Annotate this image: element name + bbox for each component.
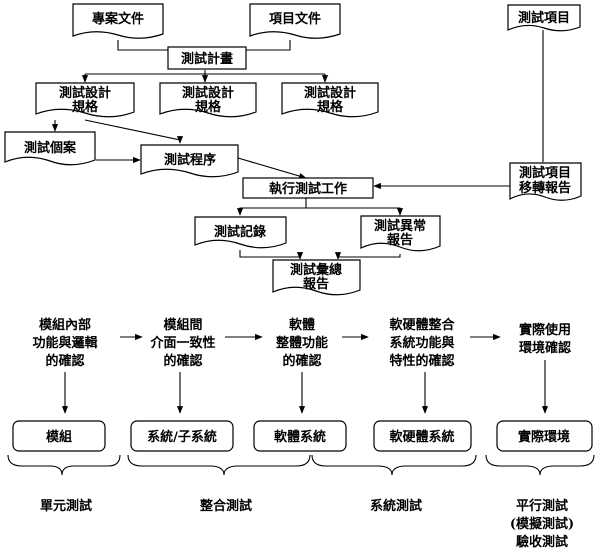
test-type-4: 平行測試 (模擬測試) 驗收測試 (510, 498, 574, 550)
spec-1-line-1: 測試設計 (59, 85, 111, 101)
project-docs-label: 專案文件 (92, 11, 144, 27)
level-box-4: 軟硬體系統 (373, 420, 472, 452)
test-item-node: 測試項目 (507, 4, 581, 32)
level-2-label: 系統/子系統 (147, 429, 217, 445)
test-procedure-node: 測試程序 (140, 144, 239, 178)
test-design-spec-node-2: 測試設計 規格 (159, 82, 257, 118)
verification-3-line-2: 整體功能 (275, 335, 328, 351)
test-item-label: 測試項目 (518, 10, 570, 26)
test-procedure-label: 測試程序 (164, 152, 216, 168)
arrow-log-to-summary (239, 250, 304, 260)
level-box-1: 模組 (12, 420, 106, 452)
level-box-2: 系統/子系統 (130, 420, 234, 452)
verification-2: 模組間 介面一致性 的確認 (149, 317, 215, 369)
verification-3: 軟體 整體功能 的確認 (275, 317, 328, 369)
execute-tests-node: 執行測試工作 (242, 177, 374, 199)
connector-project-docs (117, 40, 174, 51)
test-type-1: 單元測試 (40, 498, 92, 514)
test-type-4-line-3: 驗收測試 (516, 534, 568, 550)
verification-4: 軟硬體整合 系統功能與 特性的確認 (389, 317, 455, 369)
brace-unit-test (7, 454, 121, 476)
verification-2-line-2: 介面一致性 (149, 335, 215, 351)
summary-line-1: 測試彙總 (290, 262, 342, 278)
incident-line-2: 報告 (387, 232, 413, 248)
level-1-label: 模組 (46, 429, 72, 445)
verification-4-line-3: 特性的確認 (389, 353, 454, 369)
test-type-2-label: 整合測試 (199, 498, 252, 514)
transmittal-line-1: 測試項目 (519, 165, 571, 181)
level-4-label: 軟硬體系統 (389, 429, 454, 445)
verification-5: 實際使用 環境確認 (519, 322, 571, 356)
project-docs-node: 專案文件 (72, 3, 164, 39)
verification-5-line-2: 環境確認 (519, 340, 571, 356)
stage-arrows (61, 333, 549, 414)
brace-integration-test (127, 454, 311, 476)
test-item-transmittal-node: 測試項目 移轉報告 (509, 162, 582, 201)
braces (7, 454, 595, 476)
arrow-procedure-to-execute (237, 157, 307, 179)
level-box-5: 實際環境 (496, 420, 593, 452)
incident-line-1: 測試異常 (374, 218, 426, 234)
verification-2-line-1: 模組間 (163, 317, 202, 333)
test-summary-report-node: 測試彙總 報告 (272, 259, 361, 296)
test-log-label: 測試記錄 (214, 224, 266, 240)
verification-4-line-1: 軟硬體整合 (389, 317, 455, 333)
spec-3-line-2: 規格 (317, 99, 344, 115)
level-5-label: 實際環境 (518, 429, 570, 445)
flow-connectors (51, 30, 544, 260)
test-log-node: 測試記錄 (194, 216, 287, 249)
test-plan-node: 測試計畫 (167, 46, 247, 70)
verification-3-line-1: 軟體 (289, 317, 315, 333)
test-case-node: 測試個案 (4, 131, 96, 166)
brace-system-test (311, 454, 477, 476)
spec-2-line-2: 規格 (195, 99, 222, 115)
arrow-to-incident (306, 207, 404, 216)
spec-1-line-2: 規格 (72, 99, 99, 115)
verification-1-line-2: 功能與邏輯 (32, 335, 97, 351)
test-case-label: 測試個案 (24, 140, 77, 156)
test-design-spec-node-3: 測試設計 規格 (281, 82, 379, 118)
verification-1-line-3: 的確認 (45, 353, 84, 369)
arrow-incident-to-summary (334, 252, 401, 260)
level-3-label: 軟體系統 (274, 429, 326, 445)
test-type-3-label: 系統測試 (370, 498, 422, 514)
execute-tests-label: 執行測試工作 (269, 181, 347, 197)
test-incident-report-node: 測試異常 報告 (360, 215, 441, 252)
brace-acceptance-test (485, 454, 595, 476)
test-type-4-line-1: 平行測試 (516, 498, 568, 514)
verification-3-line-3: 的確認 (282, 353, 321, 369)
test-type-4-line-2: (模擬測試) (510, 516, 574, 532)
verification-2-line-3: 的確認 (163, 353, 202, 369)
item-docs-label: 項目文件 (269, 11, 321, 27)
test-type-2: 整合測試 (199, 498, 252, 514)
verification-4-line-2: 系統功能與 (389, 335, 454, 351)
verification-5-line-1: 實際使用 (519, 322, 571, 338)
arrow-spec-to-procedure (84, 119, 184, 144)
spec-2-line-1: 測試設計 (182, 85, 234, 101)
arrow-to-log (236, 207, 306, 216)
test-design-spec-node-1: 測試設計 規格 (35, 82, 135, 118)
verification-1-line-1: 模組內部 (39, 317, 91, 333)
test-plan-label: 測試計畫 (181, 51, 233, 67)
spec-3-line-1: 測試設計 (304, 85, 356, 101)
level-box-3: 軟體系統 (253, 420, 347, 452)
item-docs-node: 項目文件 (249, 3, 341, 39)
summary-line-2: 報告 (303, 276, 329, 292)
transmittal-line-2: 移轉報告 (519, 180, 571, 196)
test-type-3: 系統測試 (370, 498, 422, 514)
verification-1: 模組內部 功能與邏輯 的確認 (32, 317, 97, 369)
test-type-1-label: 單元測試 (40, 498, 92, 514)
